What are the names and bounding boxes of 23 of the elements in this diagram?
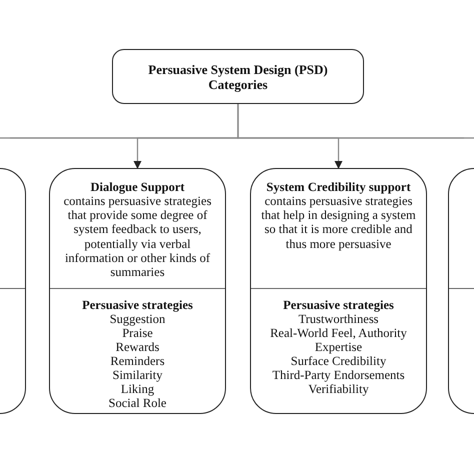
- category-box: [49, 168, 226, 414]
- strategy-item: Social Role: [108, 396, 166, 410]
- category-heading: System Credibility support: [265, 180, 412, 194]
- strategy-item: Verifiability: [308, 382, 369, 396]
- category-heading: Dialogue Support: [89, 180, 186, 194]
- strategy-item: Similarity: [112, 368, 162, 382]
- category-description: contains persuasive strategies that help in designing a system so that it is more credible and thus more persuasive: [260, 194, 417, 251]
- strategy-item: Surface Credibility: [290, 354, 386, 368]
- strategy-item: Reminders: [110, 354, 165, 368]
- category-description: contains persuasive strategies that provide some degree of system feedback to users, potentially via verbal information or other kinds of summaries: [62, 194, 212, 280]
- strategies-heading: Persuasive strategies: [81, 298, 194, 312]
- strategy-item: Trustworthiness: [298, 312, 379, 326]
- strategy-item: Liking: [120, 382, 154, 396]
- strategy-item: Real-World Feel, Authority: [270, 326, 407, 340]
- category-box: [250, 168, 427, 414]
- strategy-item: Suggestion: [110, 312, 166, 326]
- strategy-item: Praise: [122, 326, 153, 340]
- root-box: [112, 49, 364, 104]
- strategies-heading: Persuasive strategies: [282, 298, 395, 312]
- strategy-item: Rewards: [116, 340, 160, 354]
- strategy-item: Expertise: [314, 340, 362, 354]
- node-title: Persuasive System Design (PSD) Categories: [147, 62, 329, 92]
- strategy-item: Third-Party Endorsements: [272, 368, 405, 382]
